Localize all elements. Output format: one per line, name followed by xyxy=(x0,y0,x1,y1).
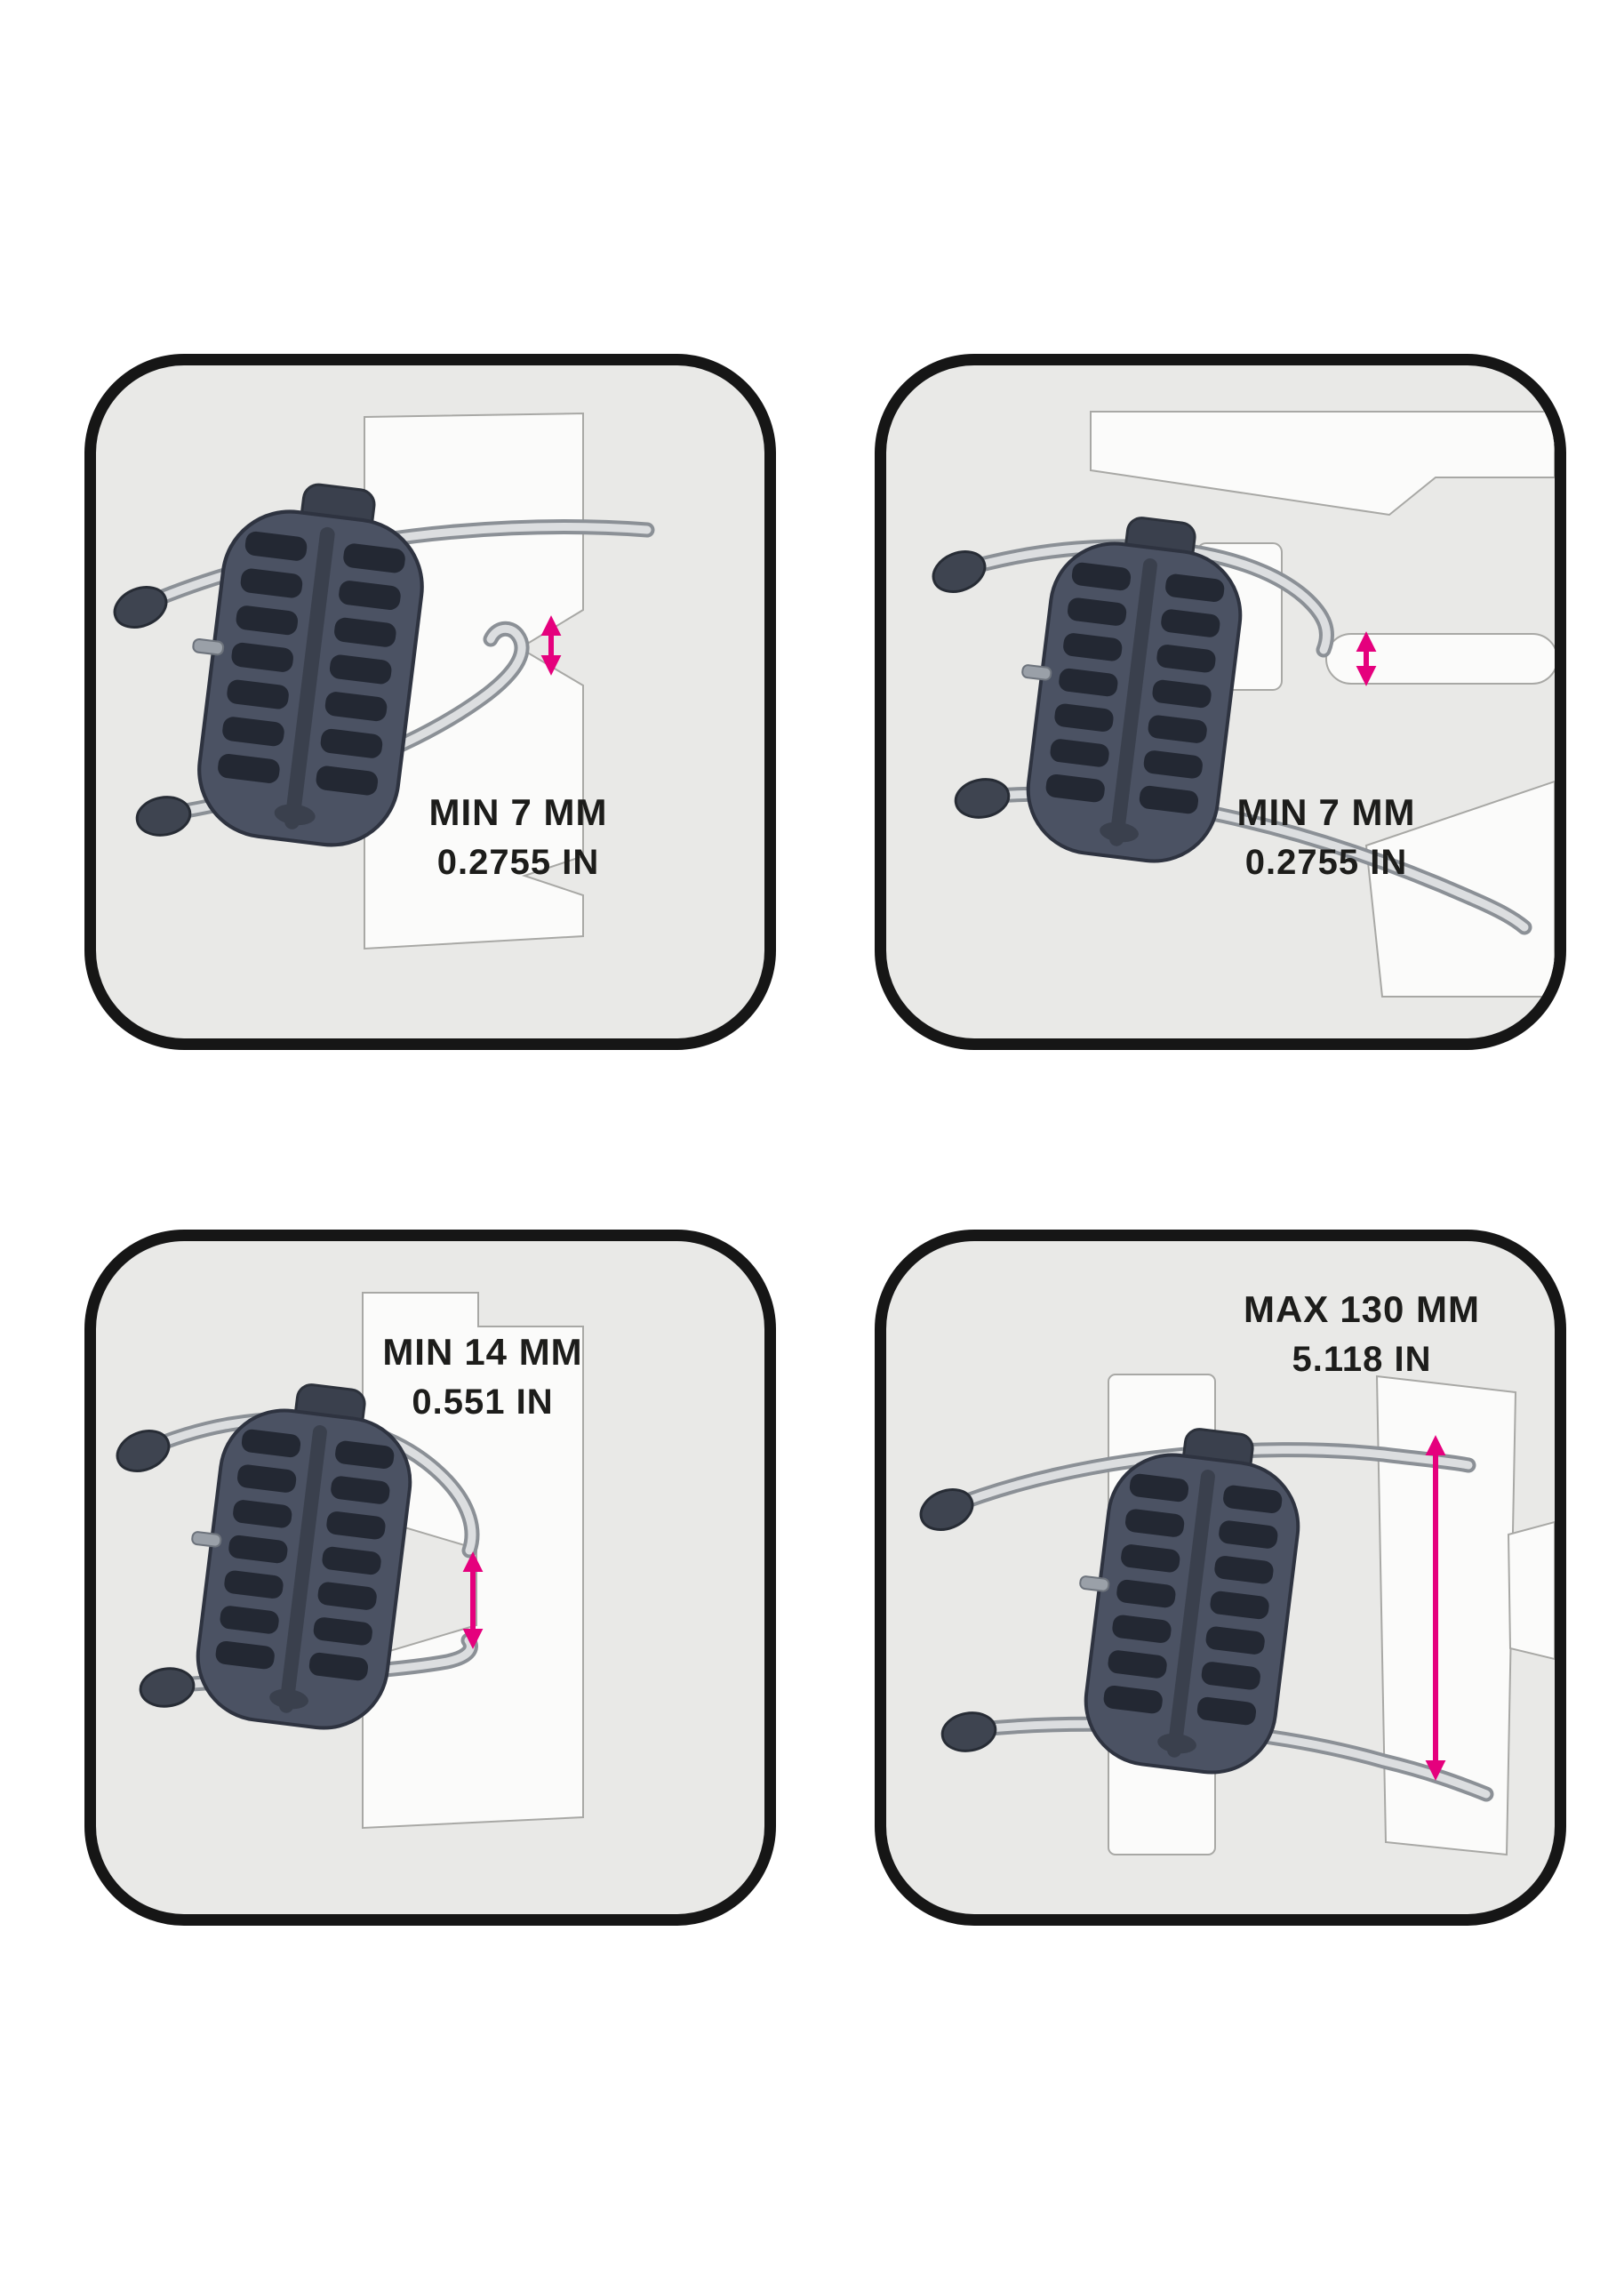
measurement-line1: MIN 14 MM xyxy=(354,1330,612,1374)
vent-clip-illustration xyxy=(116,1292,584,1830)
measurement-secondary: 5.118 IN xyxy=(1292,1339,1432,1379)
wire-rubber-tip xyxy=(113,586,168,629)
measurement-prefix: MAX xyxy=(1243,1288,1330,1330)
measurement-value: 7 MM xyxy=(510,791,608,833)
wire-rubber-tip xyxy=(116,1430,171,1472)
measurement-value: 14 MM xyxy=(464,1331,583,1373)
panel-min-7mm-front: MIN 7 MM 0.2755 IN xyxy=(875,354,1566,1050)
measurement-label: MIN 14 MM 0.551 IN xyxy=(354,1330,612,1423)
measurement-label: MAX 130 MM 5.118 IN xyxy=(1180,1287,1544,1381)
measurement-label: MIN 7 MM 0.2755 IN xyxy=(1180,790,1473,884)
panel-min-7mm-side: MIN 7 MM 0.2755 IN xyxy=(84,354,776,1050)
measurement-line1: MAX 130 MM xyxy=(1180,1287,1544,1332)
panel-max-130mm: MAX 130 MM 5.118 IN xyxy=(875,1230,1566,1926)
vent-clip-illustration xyxy=(932,411,1555,998)
measurement-prefix: MIN xyxy=(428,791,500,833)
vent-clip-illustration xyxy=(919,1374,1555,1856)
measurement-line1: MIN 7 MM xyxy=(372,790,665,835)
wire-rubber-tip xyxy=(139,1667,196,1708)
measurement-label: MIN 7 MM 0.2755 IN xyxy=(372,790,665,884)
measurement-line1: MIN 7 MM xyxy=(1180,790,1473,835)
wire-rubber-tip xyxy=(940,1711,997,1752)
wire-rubber-tip xyxy=(954,778,1011,819)
measurement-prefix: MIN xyxy=(382,1331,454,1373)
vent-slat-shape xyxy=(364,412,584,950)
measurement-secondary: 0.2755 IN xyxy=(436,842,600,882)
wire-rubber-tip xyxy=(919,1488,974,1531)
wire-rubber-tip xyxy=(135,796,192,837)
measurement-secondary: 0.2755 IN xyxy=(1244,842,1408,882)
panel-min-14mm: MIN 14 MM 0.551 IN xyxy=(84,1230,776,1926)
vent-slat-shape xyxy=(362,1292,584,1830)
measurement-secondary: 0.551 IN xyxy=(412,1382,554,1422)
measurement-prefix: MIN xyxy=(1236,791,1308,833)
measurement-value: 130 MM xyxy=(1340,1288,1481,1330)
wire-rubber-tip xyxy=(932,550,987,593)
measurement-value: 7 MM xyxy=(1318,791,1416,833)
vent-clip-illustration xyxy=(113,412,655,950)
